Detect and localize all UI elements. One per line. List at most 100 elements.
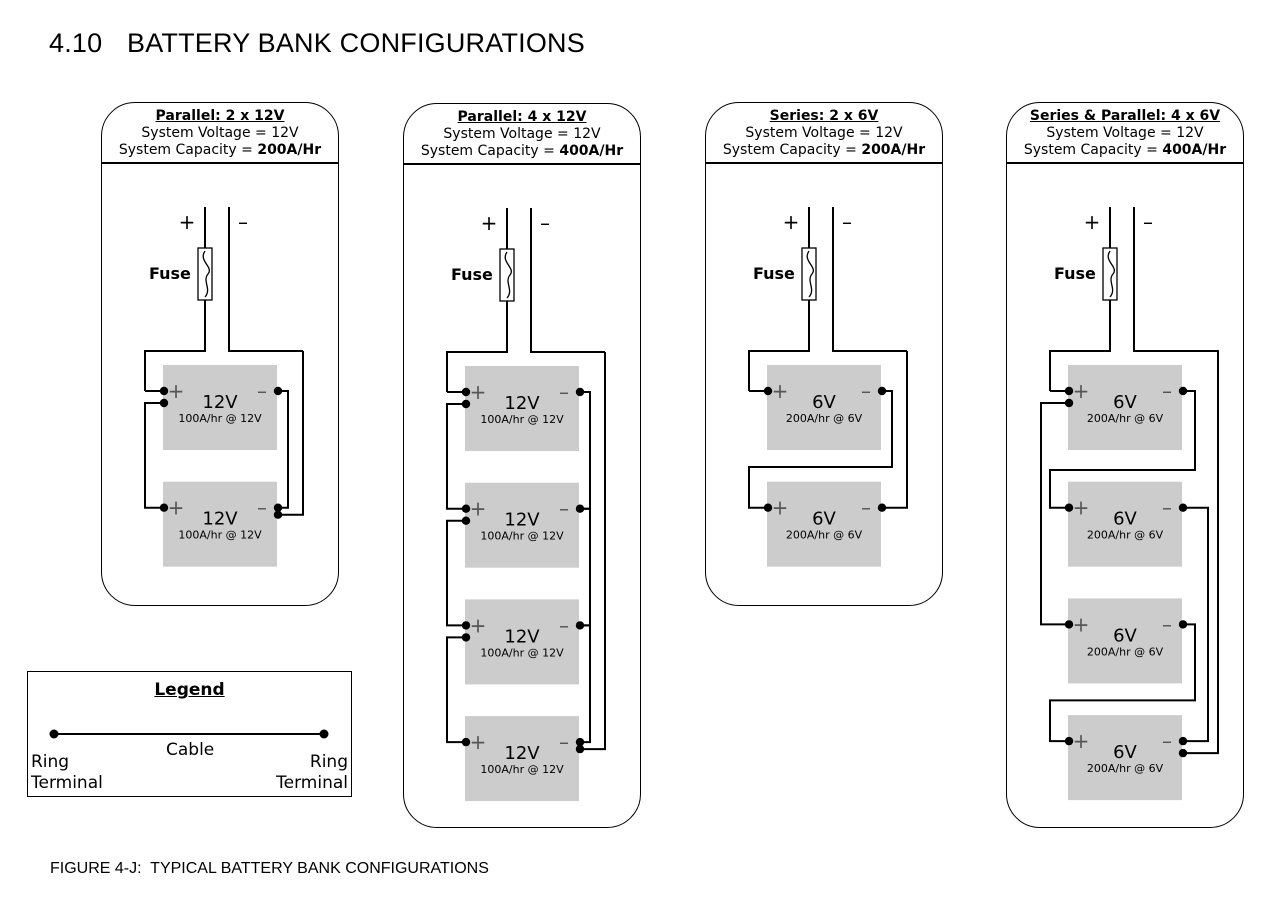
ring-terminal — [877, 503, 887, 512]
battery — [1068, 715, 1182, 801]
section-heading: 4.10 BATTERY BANK CONFIGURATIONS — [49, 28, 585, 59]
battery-plus-sign: + — [470, 730, 487, 754]
battery-minus-sign: – — [559, 380, 569, 404]
right-terminal-label: Ring Terminal — [276, 752, 348, 793]
ring-terminal — [159, 386, 169, 396]
cable — [1049, 300, 1111, 391]
cable — [580, 391, 591, 510]
battery-voltage: 6V — [1113, 625, 1137, 646]
fuse-label: Fuse — [1054, 264, 1096, 283]
section-number: 4.10 — [49, 28, 103, 58]
legend-box: Legend Cable Ring Terminal Ring Terminal — [27, 671, 352, 797]
cable — [1049, 623, 1196, 743]
battery — [465, 482, 579, 568]
battery-voltage: 6V — [812, 509, 836, 530]
system-voltage: System Voltage = 12V — [141, 125, 299, 141]
panel-title: Parallel: 4 x 12V — [457, 109, 587, 125]
cable — [446, 403, 466, 510]
battery — [767, 481, 881, 567]
cable — [1133, 207, 1208, 352]
system-capacity: System Capacity = 200A/Hr — [118, 142, 322, 158]
ring-terminal — [1178, 620, 1188, 629]
battery-voltage: 12V — [504, 626, 540, 647]
ring-terminal — [763, 503, 773, 512]
battery-plus-sign: + — [470, 380, 487, 404]
battery — [163, 481, 277, 567]
battery — [1068, 481, 1182, 567]
panel-header: Series & Parallel: 4 x 6V System Voltage… — [1007, 103, 1243, 164]
ring-terminal — [461, 633, 471, 642]
cable — [580, 624, 591, 744]
fuse-element — [504, 251, 512, 299]
battery-voltage: 6V — [812, 392, 836, 413]
cable — [580, 507, 591, 627]
system-capacity: System Capacity = 200A/Hr — [722, 142, 926, 158]
panel-parallel-4x12v: Parallel: 4 x 12V System Voltage = 12V S… — [403, 103, 641, 828]
battery-minus-sign: – — [1162, 496, 1172, 520]
panel-title: Series: 2 x 6V — [769, 108, 879, 124]
fuse-label: Fuse — [149, 264, 191, 283]
battery-rating: 100A/hr @ 12V — [178, 412, 262, 425]
system-voltage: System Voltage = 12V — [443, 126, 601, 142]
panel-series-parallel-4x6v: Series & Parallel: 4 x 6V System Voltage… — [1006, 102, 1244, 828]
cable — [530, 208, 605, 353]
battery-plus-sign: + — [1073, 612, 1090, 636]
cable — [1040, 402, 1069, 626]
battery-minus-sign: – — [861, 379, 871, 403]
fuse-element — [1107, 250, 1115, 298]
cable — [882, 351, 908, 509]
positive-lead-sign: + — [481, 211, 498, 235]
panel-header: Parallel: 4 x 12V System Voltage = 12V S… — [404, 104, 640, 165]
system-voltage: System Voltage = 12V — [1046, 125, 1204, 141]
battery — [1068, 365, 1182, 450]
battery-voltage: 6V — [1113, 509, 1137, 530]
positive-lead-sign: + — [1084, 210, 1101, 234]
battery — [465, 599, 579, 685]
ring-terminal — [575, 744, 585, 754]
system-capacity: System Capacity = 400A/Hr — [1023, 142, 1227, 158]
ring-terminal — [575, 621, 585, 630]
ring-terminal — [575, 504, 585, 513]
cable — [446, 636, 466, 744]
panel-header: Series: 2 x 6V System Voltage = 12V Syst… — [706, 103, 942, 164]
left-terminal-label: Ring Terminal — [31, 752, 103, 793]
fuse-label: Fuse — [753, 264, 795, 283]
ring-terminal — [461, 504, 471, 513]
ring-terminal — [1178, 503, 1188, 512]
battery-rating: 100A/hr @ 12V — [178, 529, 262, 542]
legend-cable-diagram — [49, 729, 329, 739]
cable — [228, 207, 303, 352]
ring-terminal — [159, 503, 169, 512]
fuse-icon — [1102, 247, 1118, 301]
battery-voltage: 12V — [202, 509, 238, 530]
battery — [163, 365, 277, 450]
cable — [832, 207, 907, 352]
ring-terminal — [1178, 748, 1188, 758]
ring-terminal — [1064, 503, 1074, 512]
section-title: BATTERY BANK CONFIGURATIONS — [127, 28, 585, 58]
battery-minus-sign: – — [257, 496, 267, 520]
cable — [1049, 390, 1196, 509]
ring-terminal — [159, 398, 169, 408]
battery-rating: 200A/hr @ 6V — [786, 529, 863, 542]
ring-terminal — [1178, 736, 1188, 746]
cable — [1183, 350, 1219, 755]
battery-rating: 100A/hr @ 12V — [480, 413, 564, 426]
cable — [144, 402, 164, 509]
battery-rating: 200A/hr @ 6V — [786, 412, 863, 425]
ring-terminal — [1064, 736, 1074, 746]
fuse-element — [202, 250, 210, 298]
battery-plus-sign: + — [1073, 729, 1090, 753]
fuse-icon — [801, 247, 817, 301]
battery — [465, 716, 579, 802]
panel-title: Series & Parallel: 4 x 6V — [1029, 108, 1221, 124]
cable — [748, 390, 893, 509]
ring-terminal — [461, 516, 471, 525]
battery-plus-sign: + — [470, 613, 487, 637]
battery-minus-sign: – — [257, 379, 267, 403]
cable-label: Cable — [166, 740, 215, 760]
battery-plus-sign: + — [168, 379, 185, 403]
fuse-icon — [499, 248, 515, 302]
